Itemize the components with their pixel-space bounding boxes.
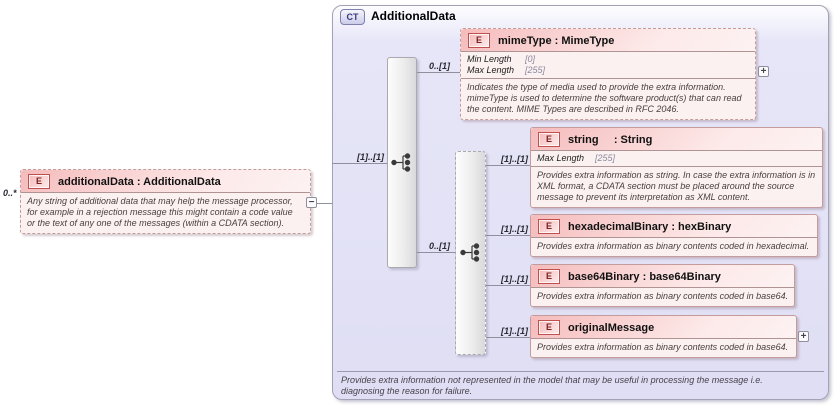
element-badge-icon: E (538, 320, 560, 335)
collapse-button[interactable]: − (306, 197, 317, 208)
element-title: mimeType : MimeType (498, 34, 615, 47)
element-badge-icon: E (468, 33, 490, 48)
connector-line (332, 163, 387, 164)
element-header: E additionalData : AdditionalData (21, 170, 310, 193)
element-base64Binary[interactable]: E base64Binary : base64Binary Provides e… (530, 264, 795, 307)
element-annotation: Provides extra information as string. In… (537, 170, 816, 202)
string-cardinality: [1]..[1] (501, 154, 528, 164)
facet-value: [255] (525, 65, 546, 75)
element-header: E base64Binary : base64Binary (531, 265, 794, 288)
facet-row: Min Length [0] (467, 54, 749, 65)
element-annotation: Provides extra information as binary con… (537, 241, 810, 251)
complex-type-badge-icon: CT (340, 9, 365, 25)
element-annotation: Indicates the type of media used to prov… (467, 82, 742, 114)
element-header: E string : String (531, 128, 822, 151)
complex-type-title: AdditionalData (371, 9, 456, 23)
element-annotation: Provides extra information as binary con… (537, 291, 789, 301)
element-badge-icon: E (538, 219, 560, 234)
element-additionalData[interactable]: E additionalData : AdditionalData Any st… (20, 169, 311, 234)
facet-name: Max Length (467, 65, 515, 75)
element-annotation: Any string of additional data that may h… (27, 196, 293, 228)
element-badge-icon: E (538, 269, 560, 284)
element-title: additionalData : AdditionalData (58, 175, 221, 188)
element-title: hexadecimalBinary : hexBinary (568, 220, 732, 233)
facet-row: Max Length [255] (467, 65, 749, 76)
choice-icon (460, 243, 480, 262)
facet-row: Max Length [255] (537, 153, 816, 164)
choice-cardinality: 0..[1] (428, 241, 450, 251)
element-title: string : String (568, 133, 653, 146)
element-header: E originalMessage (531, 316, 796, 339)
connector-line (486, 285, 530, 286)
connector-line (317, 203, 332, 204)
root-cardinality: 0..* (3, 188, 17, 198)
facet-name: Min Length (467, 54, 512, 64)
expand-button[interactable]: + (798, 331, 809, 342)
connector-line (417, 252, 455, 253)
connector-line (486, 165, 530, 166)
footer-divider (337, 371, 824, 372)
element-mimeType[interactable]: E mimeType : MimeType Min Length [0] Max … (460, 28, 756, 120)
mimeType-cardinality: 0..[1] (428, 61, 450, 71)
base64Binary-cardinality: [1]..[1] (501, 274, 528, 284)
facet-name: Max Length (537, 153, 585, 163)
element-string[interactable]: E string : String Max Length [255] Provid… (530, 127, 823, 208)
expand-button[interactable]: + (758, 66, 769, 77)
sequence-icon (391, 153, 411, 172)
connector-line (486, 235, 530, 236)
complex-type-annotation: Provides extra information not represent… (341, 375, 763, 396)
facet-list: Min Length [0] Max Length [255] (461, 52, 755, 79)
element-badge-icon: E (538, 132, 560, 147)
element-originalMessage[interactable]: E originalMessage Provides extra informa… (530, 315, 797, 358)
element-title: originalMessage (568, 321, 655, 334)
hexadecimalBinary-cardinality: [1]..[1] (501, 224, 528, 234)
facet-value: [255] (595, 153, 616, 163)
element-badge-icon: E (28, 174, 50, 189)
facet-list: Max Length [255] (531, 151, 822, 167)
element-hexadecimalBinary[interactable]: E hexadecimalBinary : hexBinary Provides… (530, 214, 818, 257)
sequence-cardinality: [1]..[1] (357, 152, 384, 162)
element-header: E hexadecimalBinary : hexBinary (531, 215, 817, 238)
element-header: E mimeType : MimeType (461, 29, 755, 52)
element-annotation: Provides extra information as binary con… (537, 342, 789, 352)
connector-line (486, 337, 530, 338)
originalMessage-cardinality: [1]..[1] (501, 326, 528, 336)
facet-value: [0] (525, 54, 536, 64)
element-title: base64Binary : base64Binary (568, 270, 721, 283)
connector-line (417, 72, 460, 73)
